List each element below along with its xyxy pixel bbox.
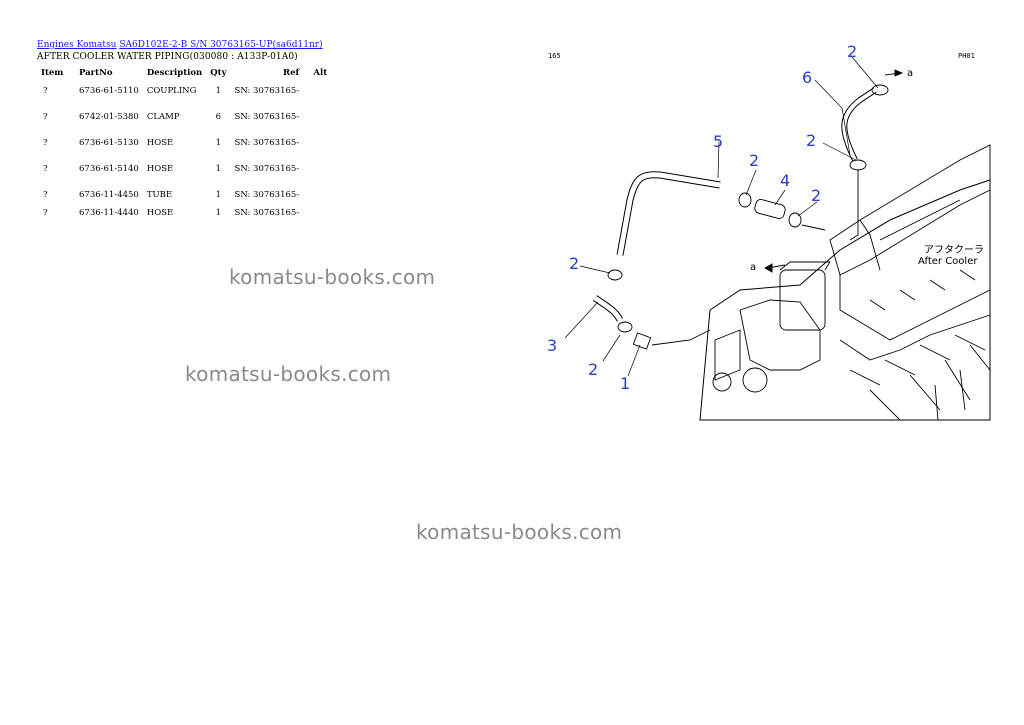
cell-partno: 6742-01-5380 <box>79 112 139 122</box>
page-title: AFTER COOLER WATER PIPING(030080 : A133P… <box>37 52 298 62</box>
cell-alt <box>303 80 331 106</box>
breadcrumb-link-model[interactable]: SA6D102E-2-B S/N 30763165-UP(sa6d11nr) <box>119 40 323 50</box>
callout-3: 3 <box>547 336 557 355</box>
cell-description: HOSE <box>146 164 174 174</box>
table-header-row: Item PartNo Description Qty Ref Alt <box>37 66 331 80</box>
table-row: ? 6736-61-5140 HOSE 1 SN: 30763165- <box>37 158 331 184</box>
cell-description: COUPLING <box>146 86 197 96</box>
callout-2-left: 2 <box>569 254 579 273</box>
cell-partno: 6736-61-5110 <box>79 86 139 96</box>
cell-partno: 6736-11-4450 <box>79 190 139 200</box>
callout-5: 5 <box>713 132 723 151</box>
callout-1: 1 <box>620 374 630 393</box>
cell-partno: 6736-11-4440 <box>79 208 139 218</box>
cell-qty: 1 <box>215 138 222 148</box>
cell-qty: 1 <box>215 208 222 218</box>
cell-ref: SN: 30763165- <box>234 138 300 148</box>
column-header-ref: Ref <box>283 68 300 78</box>
cell-item: ? <box>43 86 48 96</box>
callout-2-mid-right: 2 <box>811 186 821 205</box>
cell-alt <box>303 184 331 204</box>
cell-partno: 6736-61-5140 <box>79 164 139 174</box>
after-cooler-label-jp: アフタクーラ <box>924 244 984 256</box>
callout-4: 4 <box>780 171 790 190</box>
cell-partno: 6736-61-5130 <box>79 138 139 148</box>
table-row: ? 6736-61-5110 COUPLING 1 SN: 30763165- <box>37 80 331 106</box>
parts-diagram: 2 6 2 5 2 4 2 2 3 2 1 a a アフタクーラ After C… <box>547 42 991 421</box>
cell-alt <box>303 158 331 184</box>
cell-qty: 1 <box>215 190 222 200</box>
column-header-alt: Alt <box>313 68 328 78</box>
table-row: ? 6742-01-5380 CLAMP 6 SN: 30763165- <box>37 106 331 132</box>
cell-item: ? <box>43 112 48 122</box>
callout-2-mid: 2 <box>749 151 759 170</box>
cell-qty: 1 <box>215 164 222 174</box>
column-header-partno: PartNo <box>79 68 113 78</box>
callout-2-upper-right: 2 <box>806 131 816 150</box>
callout-2-bottom: 2 <box>588 360 598 379</box>
watermark: komatsu-books.com <box>185 362 392 386</box>
callout-6: 6 <box>802 68 812 87</box>
table-row: ? 6736-11-4440 HOSE 1 SN: 30763165- <box>37 204 331 224</box>
cell-description: HOSE <box>146 138 174 148</box>
cell-alt <box>303 132 331 158</box>
table-row: ? 6736-11-4450 TUBE 1 SN: 30763165- <box>37 184 331 204</box>
callout-2-top: 2 <box>847 42 857 61</box>
table-row: ? 6736-61-5130 HOSE 1 SN: 30763165- <box>37 132 331 158</box>
cell-item: ? <box>43 164 48 174</box>
after-cooler-label-en: After Cooler <box>918 256 978 267</box>
cell-description: CLAMP <box>146 112 180 122</box>
cell-item: ? <box>43 190 48 200</box>
column-header-qty: Qty <box>210 68 227 78</box>
cell-description: TUBE <box>146 190 173 200</box>
cell-description: HOSE <box>146 208 174 218</box>
cell-qty: 6 <box>215 112 222 122</box>
breadcrumb-link-engines[interactable]: Engines Komatsu <box>37 40 117 50</box>
breadcrumb: Engines Komatsu SA6D102E-2-B S/N 3076316… <box>37 40 323 50</box>
cell-ref: SN: 30763165- <box>234 208 300 218</box>
column-header-description: Description <box>146 68 203 78</box>
cell-ref: SN: 30763165- <box>234 112 300 122</box>
cell-ref: SN: 30763165- <box>234 86 300 96</box>
parts-table: Item PartNo Description Qty Ref Alt ? 67… <box>37 66 331 224</box>
cell-alt <box>303 106 331 132</box>
cell-ref: SN: 30763165- <box>234 190 300 200</box>
cell-alt <box>303 204 331 224</box>
diagram-corner-right: PH01 <box>958 52 975 60</box>
arrow-label-a-mid: a <box>750 262 756 273</box>
cell-ref: SN: 30763165- <box>234 164 300 174</box>
cell-qty: 1 <box>215 86 222 96</box>
cell-item: ? <box>43 208 48 218</box>
diagram-corner-left: 165 <box>548 52 561 60</box>
arrow-label-a-top: a <box>907 68 913 79</box>
watermark: komatsu-books.com <box>416 520 623 544</box>
watermark: komatsu-books.com <box>229 265 436 289</box>
column-header-item: Item <box>41 68 64 78</box>
cell-item: ? <box>43 138 48 148</box>
